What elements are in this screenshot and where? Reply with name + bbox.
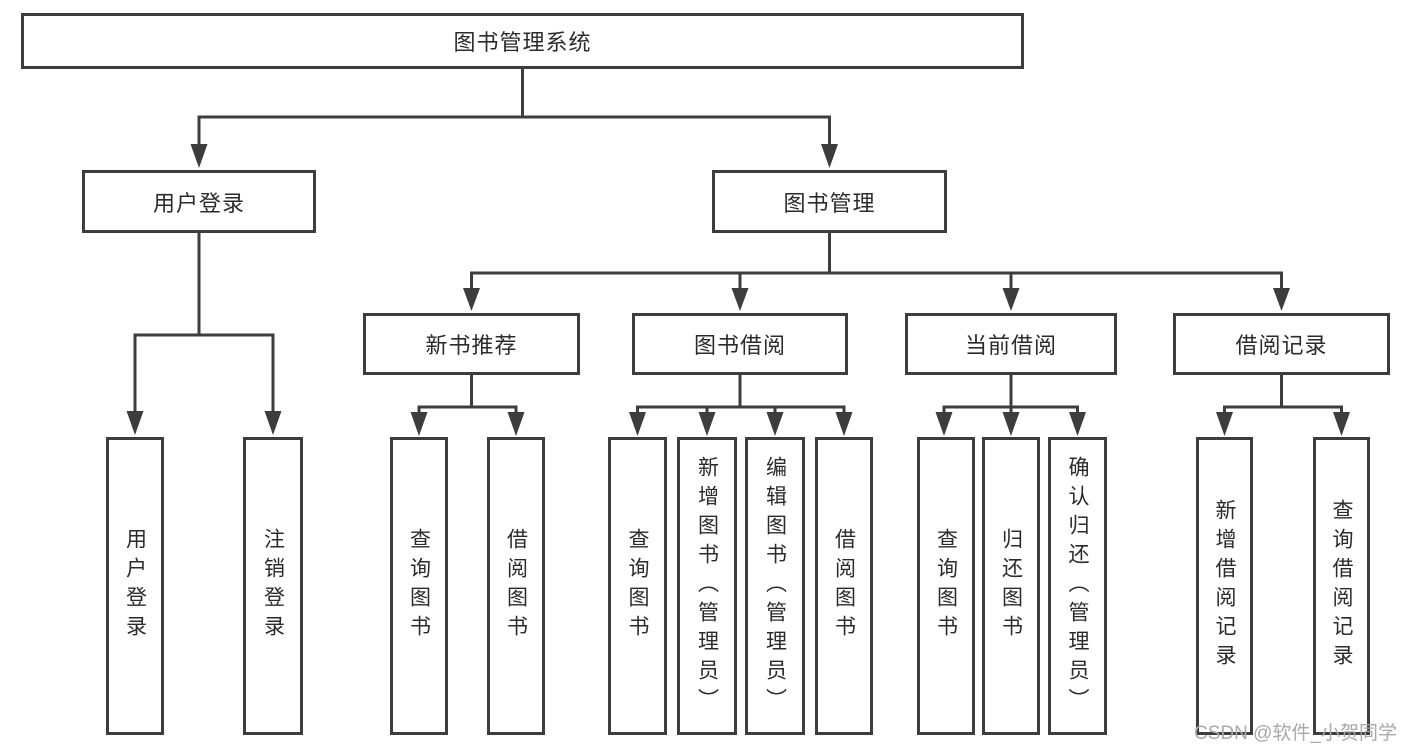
leaf-borrow-borrow-books: 借阅图书 — [815, 437, 873, 735]
node-root-system: 图书管理系统 — [21, 13, 1024, 69]
node-book-borrow: 图书借阅 — [632, 313, 848, 375]
leaf-recommend-query-books-label: 查询图书 — [407, 528, 431, 644]
node-new-book-recommend: 新书推荐 — [363, 313, 580, 375]
edges-current-to-leaves — [935, 375, 1086, 436]
node-book-borrow-label: 图书借阅 — [693, 333, 786, 358]
node-book-management-label: 图书管理 — [783, 190, 876, 216]
edges-borrow-to-leaves — [629, 375, 853, 436]
leaf-borrow-edit-books-admin-label: 编辑图书（管理员） — [763, 455, 787, 717]
node-borrow-records-label: 借阅记录 — [1235, 333, 1328, 358]
leaf-records-add-record: 新增借阅记录 — [1196, 437, 1253, 735]
node-user-login-group-label: 用户登录 — [152, 190, 245, 216]
leaf-borrow-borrow-books-label: 借阅图书 — [832, 528, 856, 644]
edges-records-to-leaves — [1216, 375, 1350, 436]
leaf-recommend-borrow-books-label: 借阅图书 — [504, 528, 528, 644]
leaf-records-add-record-label: 新增借阅记录 — [1213, 499, 1236, 673]
leaf-borrow-query-books: 查询图书 — [608, 437, 667, 735]
leaf-logout-label: 注销登录 — [261, 528, 285, 644]
leaf-records-query-record: 查询借阅记录 — [1313, 437, 1370, 735]
leaf-borrow-query-books-label: 查询图书 — [626, 528, 649, 644]
leaf-borrow-add-books-admin-label: 新增图书（管理员） — [695, 455, 719, 717]
edges-root-to-level2 — [190, 69, 838, 168]
leaf-current-query-books: 查询图书 — [917, 437, 975, 735]
node-current-borrow: 当前借阅 — [905, 313, 1117, 375]
leaf-logout: 注销登录 — [243, 437, 303, 735]
leaf-current-return-books: 归还图书 — [982, 437, 1040, 735]
edges-login-to-leaves — [126, 233, 282, 435]
node-current-borrow-label: 当前借阅 — [964, 333, 1057, 358]
leaf-current-confirm-return-admin-label: 确认归还（管理员） — [1066, 455, 1089, 717]
leaf-current-return-books-label: 归还图书 — [999, 528, 1023, 644]
leaf-current-query-books-label: 查询图书 — [934, 528, 958, 644]
leaf-current-confirm-return-admin: 确认归还（管理员） — [1048, 437, 1107, 735]
leaf-user-login: 用户登录 — [106, 437, 164, 735]
leaf-recommend-borrow-books: 借阅图书 — [487, 437, 545, 735]
node-user-login-group: 用户登录 — [82, 170, 316, 233]
leaf-user-login-label: 用户登录 — [123, 528, 147, 644]
edges-recommend-to-leaves — [410, 375, 525, 436]
csdn-watermark: CSDN @软件_小贺同学 — [1194, 723, 1397, 744]
node-borrow-records: 借阅记录 — [1173, 313, 1390, 375]
node-book-management: 图书管理 — [712, 170, 947, 233]
node-new-book-recommend-label: 新书推荐 — [425, 333, 518, 358]
node-root-label: 图书管理系统 — [453, 30, 592, 55]
leaf-borrow-add-books-admin: 新增图书（管理员） — [677, 437, 737, 735]
leaf-recommend-query-books: 查询图书 — [390, 437, 448, 735]
edges-mgmt-to-level3 — [463, 233, 1290, 311]
leaf-records-query-record-label: 查询借阅记录 — [1330, 499, 1353, 673]
leaf-borrow-edit-books-admin: 编辑图书（管理员） — [745, 437, 805, 735]
